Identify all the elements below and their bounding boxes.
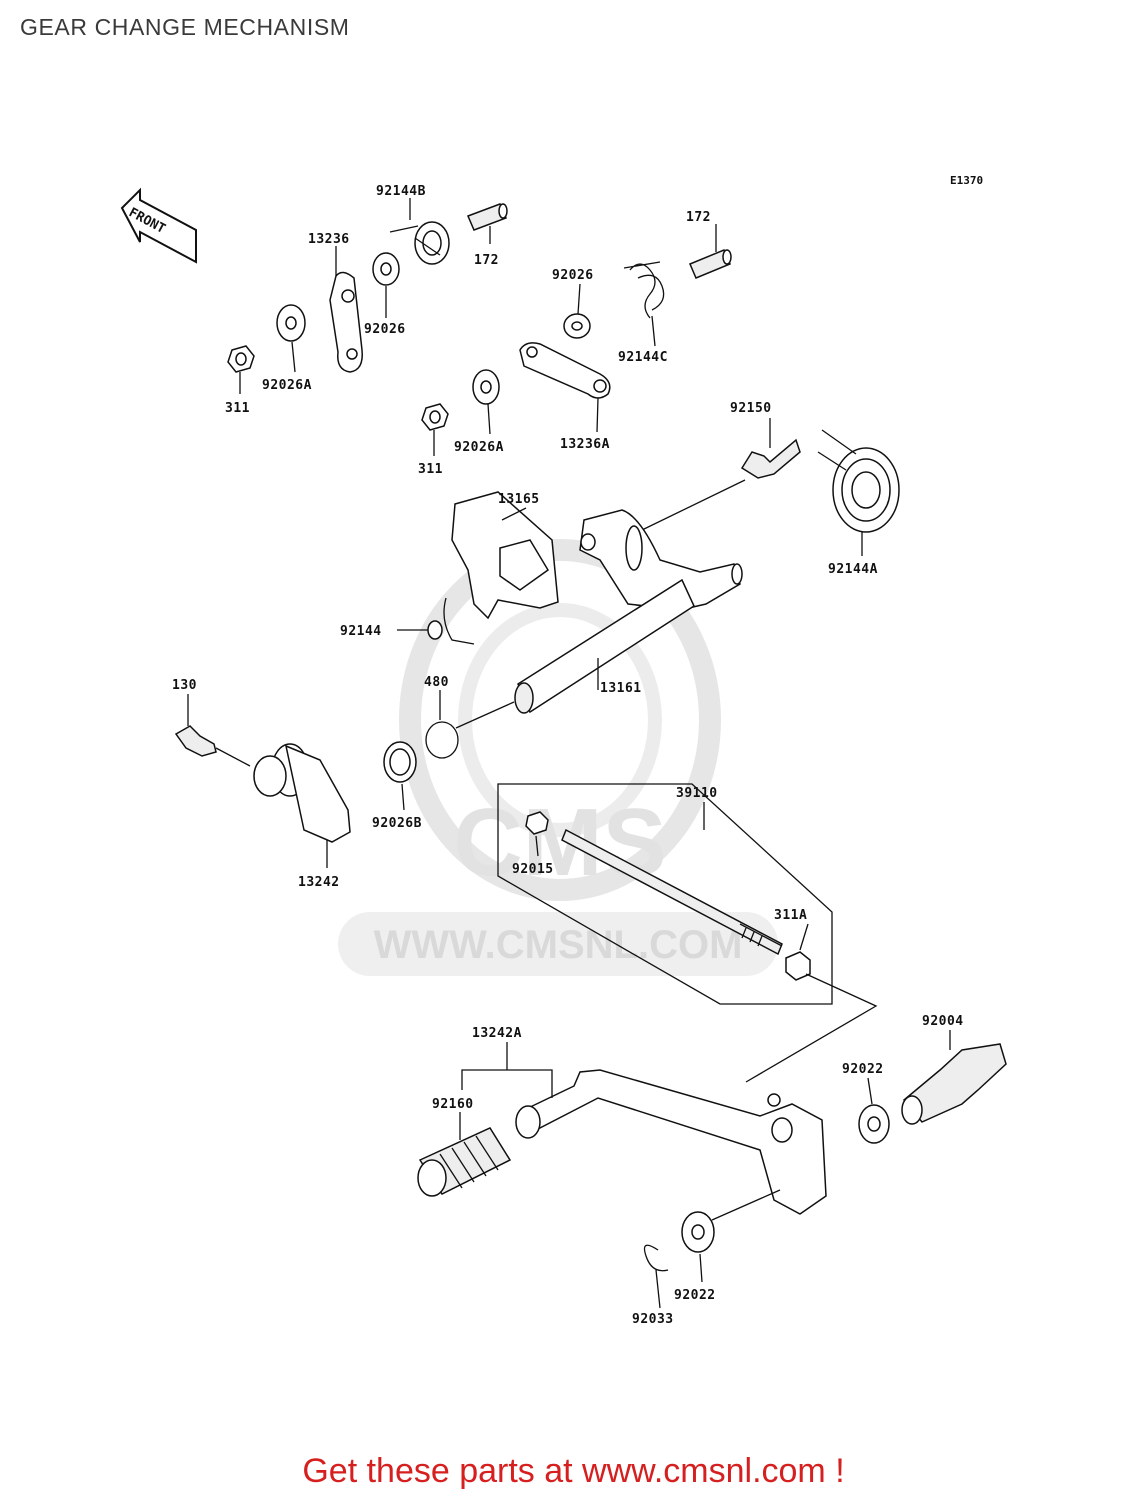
watermark-url: WWW.CMSNL.COM — [374, 923, 743, 967]
label-92004: 92004 — [922, 1014, 964, 1029]
part-172-pin-a — [467, 203, 508, 231]
label-480: 480 — [424, 675, 449, 690]
part-130-bolt — [174, 725, 251, 767]
part-172-pin-b — [689, 249, 732, 279]
label-92033: 92033 — [632, 1312, 674, 1327]
label-92022-a: 92022 — [842, 1062, 884, 1077]
part-311A-nut — [785, 951, 811, 981]
label-92026-b: 92026 — [552, 268, 594, 283]
page-title: GEAR CHANGE MECHANISM — [20, 14, 350, 40]
part-92026A-washer-b — [472, 369, 500, 405]
label-92144A: 92144A — [828, 562, 878, 577]
part-labels: 92144B 172 13236 92026 92026A 311 172 92… — [172, 184, 964, 1327]
label-311-a: 311 — [225, 401, 250, 416]
leader-tie-rod-to-pedal — [745, 973, 878, 1083]
leader-lines — [187, 198, 951, 1309]
watermark-brand: CMS — [453, 789, 666, 896]
part-92026-washer-a — [372, 252, 400, 286]
part-92150-bolt — [641, 438, 801, 531]
part-13161-shaft — [514, 509, 743, 714]
part-92015-nut — [525, 811, 549, 835]
watermark: CMS WWW.CMSNL.COM — [338, 539, 778, 976]
label-39110: 39110 — [676, 786, 718, 801]
part-311-nut-b — [421, 403, 449, 431]
label-172-b: 172 — [686, 210, 711, 225]
front-arrow-icon: FRONT — [120, 187, 197, 264]
footer-parts-link[interactable]: Get these parts at www.cmsnl.com ! — [302, 1452, 845, 1490]
part-92026A-washer-a — [276, 304, 306, 342]
label-92015: 92015 — [512, 862, 554, 877]
label-92144C: 92144C — [618, 350, 668, 365]
label-172-a: 172 — [474, 253, 499, 268]
part-92160-rubber — [417, 1127, 512, 1197]
label-92026A-b: 92026A — [454, 440, 504, 455]
label-92150: 92150 — [730, 401, 772, 416]
label-13161: 13161 — [600, 681, 642, 696]
part-92022-washer-a — [858, 1104, 890, 1144]
part-92004-bolt — [901, 1043, 1007, 1125]
part-92026B-washer — [383, 741, 417, 783]
part-480-circlip — [425, 701, 515, 759]
label-92026B: 92026B — [372, 816, 422, 831]
part-13165-plate — [451, 491, 559, 620]
label-92144: 92144 — [340, 624, 382, 639]
part-92144B-spring — [389, 221, 450, 265]
label-92022-b: 92022 — [674, 1288, 716, 1303]
label-92160: 92160 — [432, 1097, 474, 1112]
label-13236: 13236 — [308, 232, 350, 247]
label-92026-a: 92026 — [364, 322, 406, 337]
label-311A: 311A — [774, 908, 807, 923]
part-39110-rod — [561, 828, 783, 956]
part-13242-arm — [253, 743, 351, 843]
label-311-b: 311 — [418, 462, 443, 477]
part-13236A-lever — [519, 342, 611, 399]
label-130: 130 — [172, 678, 197, 693]
part-92144C-spring — [623, 261, 665, 319]
diagram-code: E1370 — [950, 174, 983, 187]
part-92022-washer-b — [681, 1189, 781, 1253]
part-92144A-spring — [817, 429, 900, 533]
label-13165: 13165 — [498, 492, 540, 507]
part-13236-lever — [329, 271, 363, 373]
part-92033-eclip — [643, 1244, 669, 1272]
label-13242A: 13242A — [472, 1026, 522, 1041]
label-92026A-a: 92026A — [262, 378, 312, 393]
part-311-nut-a — [227, 345, 255, 373]
label-13236A: 13236A — [560, 437, 610, 452]
label-13242: 13242 — [298, 875, 340, 890]
part-13242A-pedal — [515, 1069, 827, 1215]
part-92026-washer-b — [563, 313, 591, 339]
label-92144B: 92144B — [376, 184, 426, 199]
tie-rod-assembly-box — [497, 783, 833, 1005]
